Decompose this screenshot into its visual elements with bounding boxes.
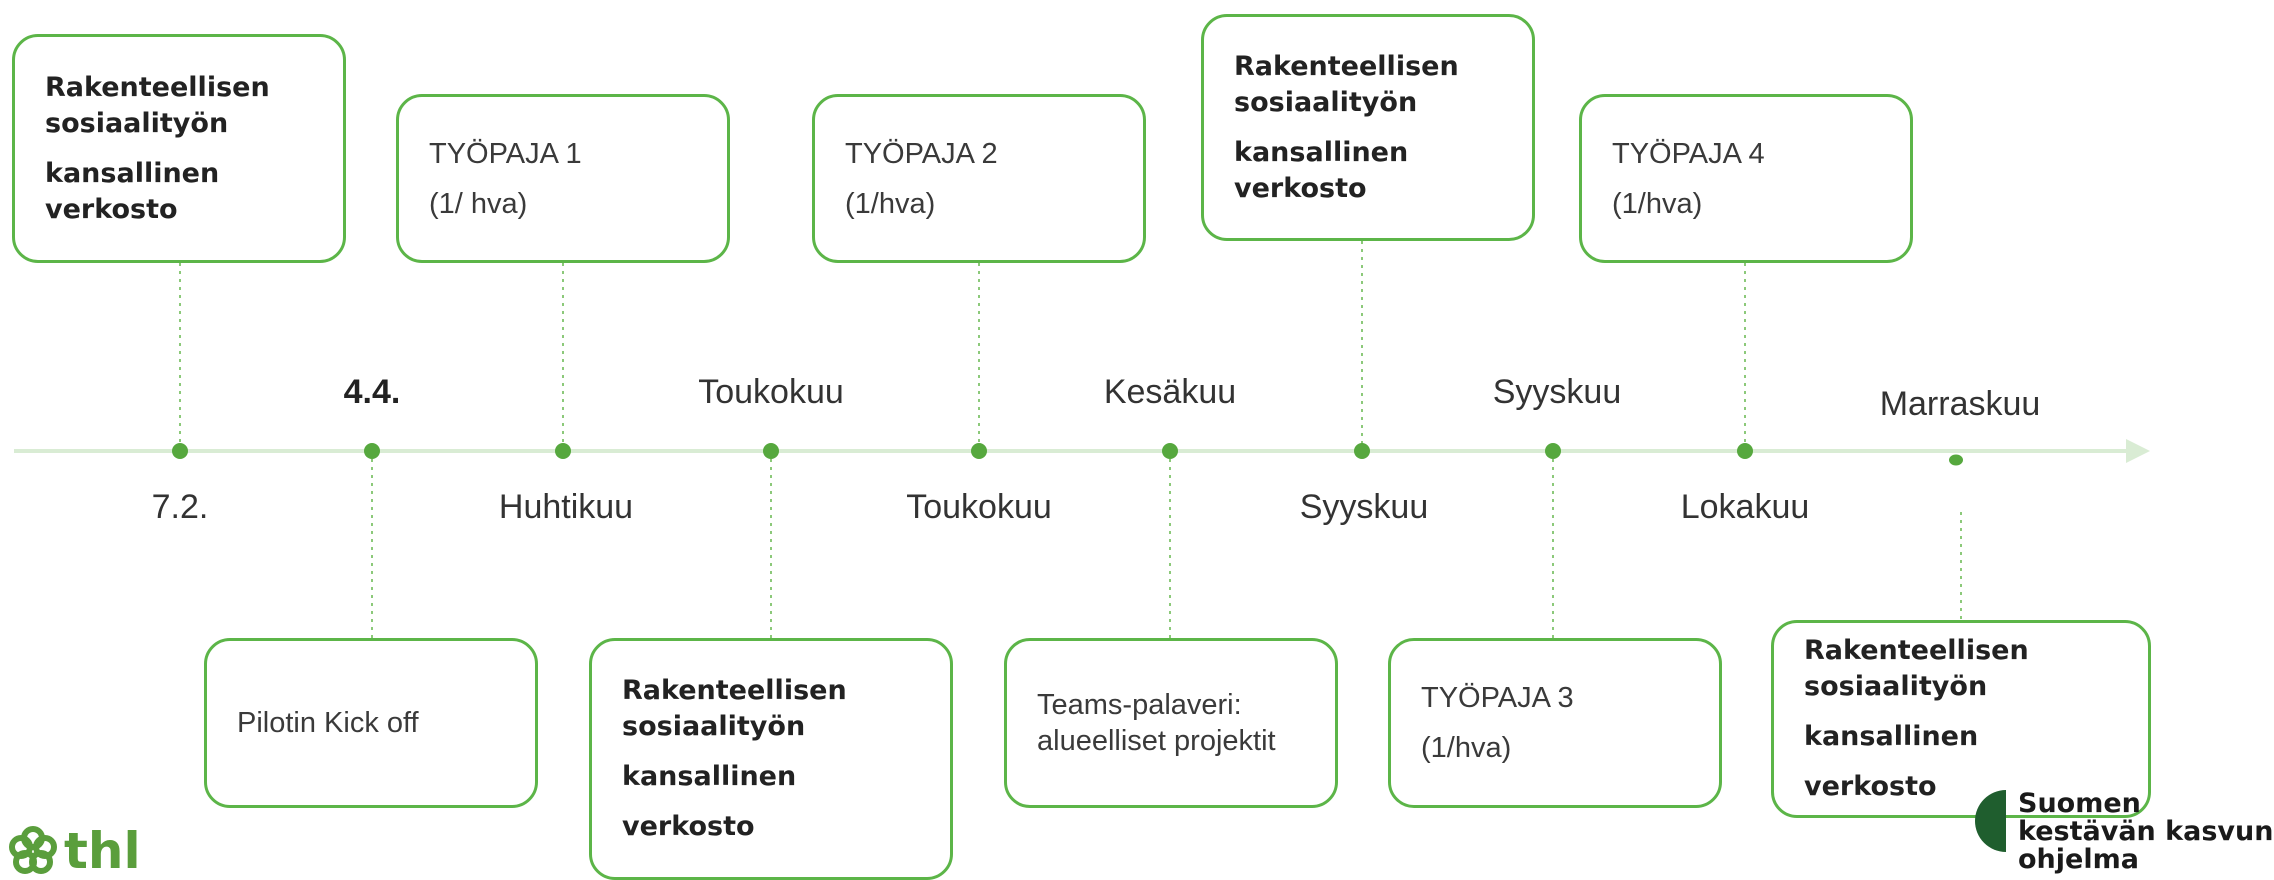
label-toukokuu-top: Toukokuu	[698, 373, 844, 411]
timeline-dot	[1949, 454, 1963, 466]
sustainable-growth-programme-logo: Suomen kestävän kasvun ohjelma	[1972, 790, 2273, 874]
box-line: Rakenteellisen	[622, 675, 847, 706]
event-box-teams-meeting: Teams-palaveri: alueelliset projektit	[1004, 638, 1338, 808]
timeline-dot	[1545, 443, 1561, 459]
box-line: verkosto	[622, 811, 755, 842]
box-line: TYÖPAJA 2	[845, 137, 998, 170]
thl-logo-text: thl	[64, 822, 141, 880]
thl-logo: thl	[8, 826, 141, 876]
label-date-7-2: 7.2.	[151, 488, 209, 526]
event-box-workshop-1: TYÖPAJA 1 (1/ hva)	[396, 94, 730, 263]
timeline-dot	[172, 443, 188, 459]
box-line: verkosto	[45, 193, 178, 225]
event-box-network-nov: Rakenteellisen sosiaalityön kansallinen …	[1771, 620, 2151, 818]
label-huhtikuu: Huhtikuu	[498, 488, 634, 526]
timeline-dot	[971, 443, 987, 459]
label-lokakuu: Lokakuu	[1680, 488, 1810, 526]
skk-logo-line: kestävän kasvun	[2018, 816, 2274, 847]
label-kesakuu: Kesäkuu	[1103, 373, 1237, 411]
event-box-workshop-3: TYÖPAJA 3 (1/hva)	[1388, 638, 1722, 808]
event-box-network-may: Rakenteellisen sosiaalityön kansallinen …	[589, 638, 953, 880]
box-line: (1/hva)	[1421, 732, 1512, 764]
timeline-dot	[763, 443, 779, 459]
timeline-dot	[1354, 443, 1370, 459]
timeline-dot	[364, 443, 380, 459]
timeline-arrowhead	[2126, 439, 2150, 463]
box-line: (1/hva)	[845, 187, 936, 220]
flower-icon	[9, 826, 57, 874]
label-date-4-4: 4.4.	[343, 373, 401, 411]
box-line: Rakenteellisen	[1804, 635, 2029, 666]
box-line: kansallinen	[1804, 721, 1979, 752]
box-line: Teams-palaveri:	[1037, 689, 1242, 721]
box-line: TYÖPAJA 3	[1421, 682, 1574, 714]
event-box-kickoff: Pilotin Kick off	[204, 638, 538, 808]
skk-logo-line: ohjelma	[2018, 844, 2139, 875]
box-line: kansallinen	[45, 157, 220, 189]
box-line: TYÖPAJA 4	[1612, 137, 1765, 170]
box-line: kansallinen	[622, 761, 797, 792]
timeline-dot	[555, 443, 571, 459]
box-line: TYÖPAJA 1	[429, 137, 582, 170]
box-line: sosiaalityön	[1234, 86, 1418, 118]
box-line: verkosto	[1804, 771, 1937, 802]
label-toukokuu-bottom: Toukokuu	[906, 488, 1052, 526]
box-line: sosiaalityön	[45, 107, 229, 139]
box-line: sosiaalityön	[622, 711, 806, 742]
event-box-network-feb: Rakenteellisen sosiaalityön kansallinen …	[12, 34, 346, 263]
skk-logo-line: Suomen	[2018, 788, 2141, 819]
box-line: sosiaalityön	[1804, 671, 1988, 702]
box-line: Rakenteellisen	[45, 71, 270, 103]
half-circle-icon	[1975, 790, 2006, 852]
event-box-workshop-2: TYÖPAJA 2 (1/hva)	[812, 94, 1146, 263]
box-line: (1/hva)	[1612, 187, 1703, 220]
label-syyskuu-bottom: Syyskuu	[1299, 488, 1429, 526]
timeline-dot	[1737, 443, 1753, 459]
label-syyskuu-top: Syyskuu	[1492, 373, 1622, 411]
label-marraskuu: Marraskuu	[1879, 385, 2041, 423]
box-line: Rakenteellisen	[1234, 50, 1459, 82]
box-line: (1/ hva)	[429, 187, 528, 220]
event-box-network-sep: Rakenteellisen sosiaalityön kansallinen …	[1201, 14, 1535, 241]
timeline-dot	[1162, 443, 1178, 459]
event-box-workshop-4: TYÖPAJA 4 (1/hva)	[1579, 94, 1913, 263]
box-line: kansallinen	[1234, 136, 1409, 168]
box-line: Pilotin Kick off	[237, 707, 419, 739]
box-line: verkosto	[1234, 172, 1367, 204]
box-line: alueelliset projektit	[1037, 725, 1276, 757]
